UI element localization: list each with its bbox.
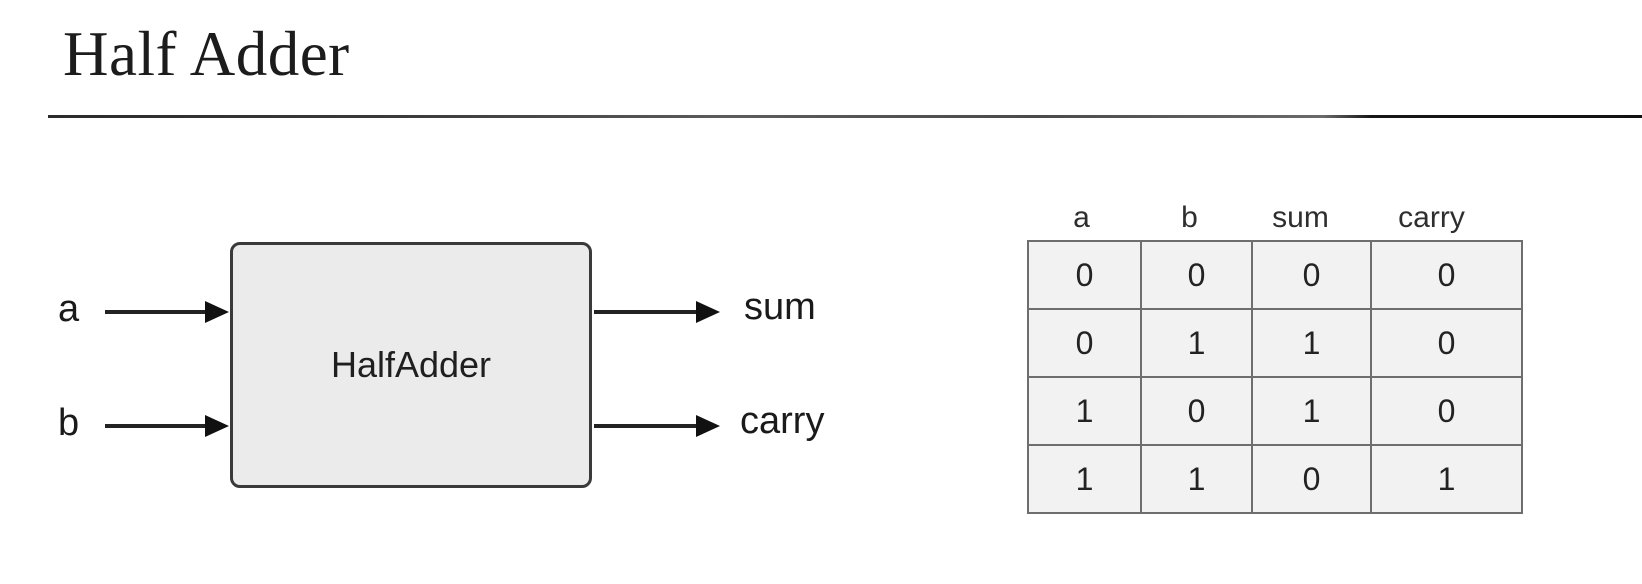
half-adder-block-diagram: a b HalfAdder sum carry — [0, 150, 960, 570]
truth-table-header-b: b — [1181, 201, 1198, 234]
cell-a: 1 — [1027, 376, 1142, 446]
cell-b: 0 — [1140, 376, 1253, 446]
input-label-a: a — [58, 288, 80, 330]
cell-carry: 0 — [1370, 240, 1523, 310]
cell-a: 0 — [1027, 308, 1142, 378]
arrow-head — [696, 415, 720, 437]
arrow-head — [205, 301, 229, 323]
cell-carry: 0 — [1370, 308, 1523, 378]
table-row: 0 1 1 0 — [1027, 308, 1523, 378]
arrow-shaft — [105, 424, 209, 428]
cell-sum: 0 — [1251, 444, 1372, 514]
table-row: 1 0 1 0 — [1027, 376, 1523, 446]
truth-table: a b sum carry 0 0 0 0 0 1 1 0 — [1027, 196, 1523, 514]
output-label-sum: sum — [744, 286, 816, 328]
output-label-carry: carry — [740, 400, 825, 442]
cell-a: 0 — [1027, 240, 1142, 310]
cell-carry: 0 — [1370, 376, 1523, 446]
arrow-head — [205, 415, 229, 437]
cell-sum: 0 — [1251, 240, 1372, 310]
truth-table-header-carry: carry — [1398, 201, 1465, 234]
table-row: 1 1 0 1 — [1027, 444, 1523, 514]
truth-table-grid: 0 0 0 0 0 1 1 0 1 0 1 0 1 — [1027, 240, 1523, 514]
arrow-shaft — [594, 424, 700, 428]
cell-sum: 1 — [1251, 376, 1372, 446]
arrow-shaft — [105, 310, 209, 314]
truth-table-header-sum: sum — [1272, 201, 1329, 234]
arrow-shaft — [594, 310, 700, 314]
cell-b: 1 — [1140, 308, 1253, 378]
cell-carry: 1 — [1370, 444, 1523, 514]
cell-b: 0 — [1140, 240, 1253, 310]
arrow-head — [696, 301, 720, 323]
half-adder-block: HalfAdder — [230, 242, 592, 488]
table-row: 0 0 0 0 — [1027, 240, 1523, 310]
cell-b: 1 — [1140, 444, 1253, 514]
truth-table-header-row: a b sum carry — [1027, 196, 1505, 240]
title-divider — [48, 115, 1642, 118]
truth-table-header-a: a — [1073, 201, 1090, 234]
half-adder-block-label: HalfAdder — [330, 344, 492, 385]
cell-a: 1 — [1027, 444, 1142, 514]
cell-sum: 1 — [1251, 308, 1372, 378]
page-title: Half Adder — [63, 19, 350, 89]
input-label-b: b — [58, 402, 80, 444]
